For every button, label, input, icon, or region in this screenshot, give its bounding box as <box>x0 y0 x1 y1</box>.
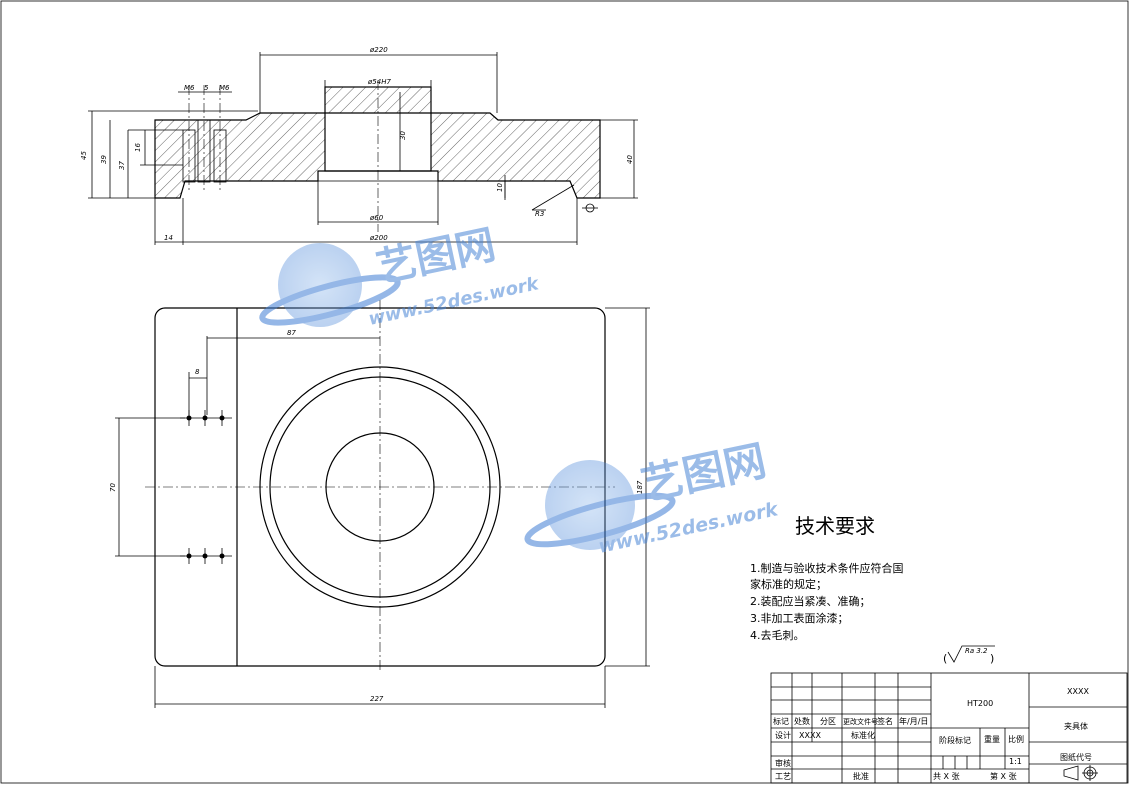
rev-header-mark: 标记 <box>773 716 789 726</box>
surface-roughness-symbol: ( Ra 3.2 ) <box>943 645 995 665</box>
dim-d60: ø60 <box>369 214 384 222</box>
dim-d54h7: ø54H7 <box>367 78 391 86</box>
watermark-globe-icon <box>278 243 362 327</box>
review-label: 审核 <box>775 758 791 768</box>
projection-symbol-icon <box>1063 765 1098 781</box>
dim-h40: 40 <box>626 155 634 164</box>
roughness-label: Ra 3.2 <box>965 647 988 655</box>
rev-header-count: 处数 <box>794 716 810 726</box>
rev-header-doc: 更改文件号 <box>843 717 878 726</box>
dim-h37: 37 <box>118 161 126 170</box>
sheet-number: 第 X 张 <box>990 771 1017 781</box>
dim-h10: 10 <box>496 183 504 192</box>
watermark-upper: 艺图网 www.52des.work <box>259 222 541 330</box>
dim-w8: 8 <box>195 368 200 376</box>
watermark-lower: 艺图网 www.52des.work <box>524 436 781 558</box>
requirements-title: 技术要求 <box>795 514 875 538</box>
svg-text:(: ( <box>943 652 947 665</box>
dim-d200: ø200 <box>369 234 388 242</box>
dim-d220: ø220 <box>369 46 388 54</box>
ratio-label: 比例 <box>1008 734 1024 744</box>
material-text: HT200 <box>967 699 993 708</box>
approve-label: 批准 <box>853 771 869 781</box>
designer-value: XXXX <box>799 731 821 740</box>
watermark-cn: 艺图网 <box>373 222 500 292</box>
dim-m6-left: M6 <box>184 84 195 92</box>
standardize-label: 标准化 <box>851 730 875 740</box>
sheets-total: 共 X 张 <box>933 772 960 781</box>
rev-header-date: 年/月/日 <box>899 716 928 726</box>
dim-r3: R3 <box>535 210 544 218</box>
front-section-view: ø220 ø54H7 M6 5 M6 45 39 37 16 30 40 10 … <box>80 46 638 245</box>
dim-h30: 30 <box>399 131 407 140</box>
title-block: 标记 处数 分区 更改文件号 签名 年/月/日 设计 XXXX 标准化 审核 工… <box>770 672 1128 784</box>
requirement-line-4: 3.非加工表面涂漆； <box>750 611 849 625</box>
stage-mark-label: 阶段标记 <box>939 735 971 745</box>
section-hatch <box>155 87 600 198</box>
technical-requirements: 技术要求 1.制造与验收技术条件应符合国 家标准的规定； 2.装配应当紧凑、准确… <box>750 514 904 642</box>
part-code: XXXX <box>1067 687 1089 696</box>
dim-h45: 45 <box>80 151 88 160</box>
dim-w227: 227 <box>370 695 384 703</box>
weight-label: 重量 <box>984 734 1000 744</box>
requirement-line-1: 1.制造与验收技术条件应符合国 <box>750 561 904 575</box>
craft-label: 工艺 <box>775 772 791 781</box>
dim-h187: 187 <box>636 480 644 494</box>
designer-label: 设计 <box>775 730 791 740</box>
dim-w87: 87 <box>287 329 296 337</box>
svg-text:): ) <box>990 652 994 665</box>
dim-h39: 39 <box>100 155 108 164</box>
dim-five: 5 <box>204 84 209 92</box>
dim-m6-right: M6 <box>219 84 230 92</box>
drawing-number-label: 图纸代号 <box>1060 752 1092 762</box>
part-name: 夹具体 <box>1064 721 1088 731</box>
watermark-cn-2: 艺图网 <box>637 436 770 510</box>
rev-header-sign: 签名 <box>877 716 893 726</box>
bolt-holes <box>180 410 232 564</box>
requirement-line-5: 4.去毛刺。 <box>750 629 805 642</box>
dim-h16: 16 <box>134 143 142 152</box>
requirement-line-2: 家标准的规定； <box>750 577 827 591</box>
requirement-line-3: 2.装配应当紧凑、准确； <box>750 594 871 608</box>
top-view: 87 8 70 187 227 <box>109 300 650 708</box>
scale-value: 1:1 <box>1009 757 1022 766</box>
dim-h70: 70 <box>109 483 117 492</box>
section-outline <box>154 112 601 199</box>
rev-header-zone: 分区 <box>820 717 836 726</box>
dim-w14: 14 <box>164 234 173 242</box>
